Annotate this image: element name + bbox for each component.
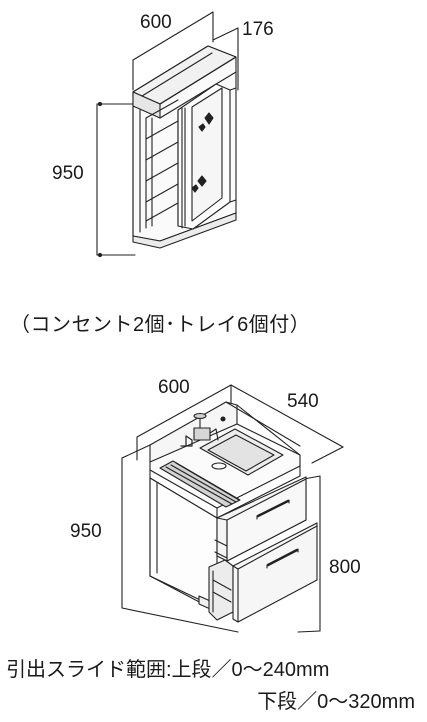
mirror-cabinet	[96, 11, 239, 258]
slide-range-upper: 引出スライド範囲:上段／0～240mm	[6, 659, 330, 681]
vanity-width-dimension	[136, 384, 232, 461]
sink-basin	[199, 428, 284, 476]
upper-drawer	[216, 476, 307, 562]
mirror-height-label: 950	[52, 163, 84, 184]
vanity-counter-height-label: 800	[329, 557, 361, 578]
mirror-depth-dimension	[212, 27, 239, 91]
vanity-counter-height-dimension	[297, 475, 321, 633]
mirror-door	[177, 83, 231, 230]
mirror-width-label: 600	[140, 12, 172, 33]
vanity-depth-dimension	[230, 384, 344, 464]
vanity-height-dimension	[121, 444, 239, 633]
mirror-width-dimension	[132, 11, 214, 91]
faucet	[180, 412, 226, 447]
slide-range-lower: 下段／0～320mm	[257, 691, 415, 713]
lower-drawer	[208, 522, 318, 623]
vanity-depth-label: 540	[287, 391, 319, 412]
mirror-depth-label: 176	[242, 19, 274, 40]
tray	[159, 460, 241, 508]
vanity-width-label: 600	[158, 377, 190, 398]
vanity-unit	[121, 384, 344, 633]
vanity-height-label: 950	[70, 521, 102, 542]
accessory-note: （コンセント2個･トレイ6個付）	[10, 314, 311, 336]
mirror-height-dimension	[96, 101, 136, 258]
